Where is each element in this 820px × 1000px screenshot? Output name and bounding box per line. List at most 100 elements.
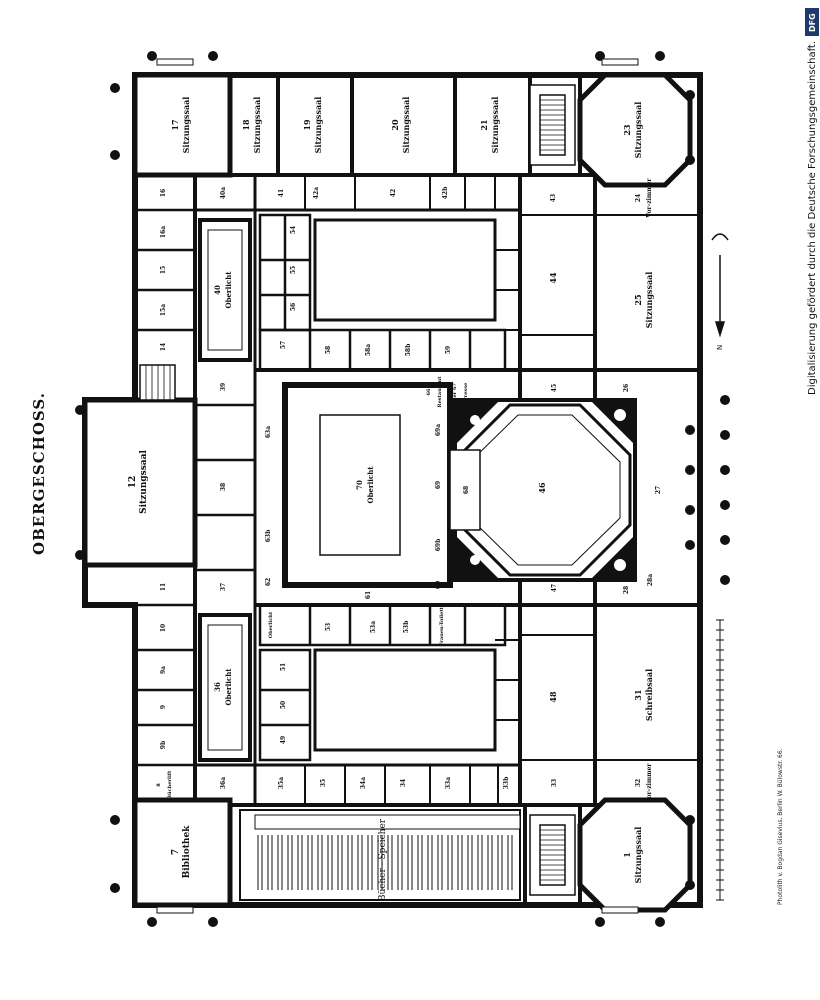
- courtyards: [313, 218, 497, 752]
- room-17-block: [132, 72, 233, 178]
- room-r25-name: Sitzungssaal: [644, 272, 654, 329]
- room-label-n28: 28: [623, 586, 630, 594]
- room-label-n53: 53: [325, 623, 332, 631]
- room-label-n63b: 63b: [265, 530, 272, 543]
- room-label-n9a: 9a: [160, 666, 167, 674]
- room-r67-number: der 67: [452, 382, 458, 401]
- central-hall: [282, 382, 453, 588]
- womens-toilet-label: Frauen-Toilette: [439, 604, 445, 646]
- room-r36-number: 36: [213, 682, 222, 692]
- room-label-n51: 51: [280, 663, 287, 671]
- room-label-n42b: 42b: [442, 187, 449, 200]
- room-r66-name: Restaurant: [437, 376, 443, 408]
- room-label-n69b: 69b: [435, 539, 442, 552]
- room-label-n42: 42: [390, 189, 397, 197]
- room-label-n58a: 58a: [365, 344, 372, 356]
- room-r70-name: Oberlicht: [366, 466, 375, 504]
- room-label-n49: 49: [280, 736, 287, 744]
- room-r32-number: 32: [635, 779, 642, 787]
- corner-rooms: [132, 72, 233, 908]
- room-r24-number: 24: [635, 194, 642, 202]
- room-label-n33a: 33a: [445, 777, 452, 789]
- room-label-n40a: 40a: [220, 187, 227, 199]
- skylight-52-label: Oberlicht: [268, 611, 274, 638]
- room-label-n9: 9: [160, 705, 167, 709]
- room-label-n47: 47: [551, 584, 558, 592]
- inner-rooms: [258, 213, 507, 762]
- room-label-n68: 68: [463, 486, 470, 494]
- corner-towers: [577, 72, 693, 913]
- rotunda-stair: [449, 449, 481, 531]
- room-r20-number: 20: [390, 119, 400, 131]
- room-r7-name: Bibliothek: [182, 825, 192, 879]
- room-r19-number: 19: [302, 119, 312, 131]
- room-label-n15a: 15a: [160, 304, 167, 316]
- room-r66-number: 66: [426, 388, 432, 395]
- room-r17-number: 17: [170, 119, 180, 130]
- room-label-n11: 11: [160, 583, 167, 591]
- room-label-n37: 37: [220, 583, 227, 591]
- book-stack: [239, 809, 521, 901]
- skylights: [198, 218, 252, 762]
- room-label-n36a: 36a: [220, 777, 227, 789]
- tower-1: [577, 797, 693, 913]
- hall-70-oberlicht: [319, 414, 401, 556]
- room-label-n16: 16: [160, 189, 167, 197]
- credit-line: Photolith v. Bogdan Gisevius, Berlin W. …: [777, 748, 784, 905]
- room-r23-number: 23: [622, 124, 632, 136]
- room-r12-number: 12: [128, 476, 138, 489]
- room-r70-number: 70: [355, 480, 364, 490]
- corridor-cells: [304, 175, 499, 805]
- compass-label: N: [716, 345, 724, 350]
- room-label-n58b: 58b: [405, 344, 412, 357]
- room-label-n9b: 9b: [160, 741, 167, 749]
- room-label-n57: 57: [280, 341, 287, 349]
- room-r1-number: 1: [622, 852, 632, 858]
- room-label-n14: 14: [160, 343, 167, 351]
- room-r31-name: Schreibsaal: [644, 669, 654, 721]
- room-r12-name: Sitzungssaal: [139, 450, 149, 514]
- room-r8-number: 8: [156, 783, 162, 787]
- room-label-n69a: 69a: [435, 424, 442, 436]
- room-label-n27: 27: [655, 486, 662, 494]
- room-r8-name: Bücherlift: [166, 770, 173, 799]
- stair-treads: [139, 94, 565, 881]
- room-label-n54: 54: [290, 226, 297, 234]
- room-12-block: [82, 397, 198, 568]
- scale-bar: [716, 619, 724, 901]
- room-label-n62: 62: [265, 578, 272, 586]
- room-r17-name: Sitzungssaal: [181, 97, 191, 154]
- room-label-n53b: 53b: [403, 621, 410, 634]
- room-label-n44: 44: [548, 272, 558, 284]
- room-label-n10: 10: [160, 624, 167, 632]
- courtyard-south: [313, 648, 497, 752]
- room-r24-name: Vor-zimmer: [646, 178, 653, 219]
- room-label-n45: 45: [551, 384, 558, 392]
- room-label-n35: 35: [320, 779, 327, 787]
- rotunda: [449, 398, 637, 582]
- digitization-note: Digitalisierung gefördert durch die Deut…: [807, 41, 818, 395]
- room-label-n56: 56: [290, 303, 297, 311]
- room-label-n38: 38: [220, 483, 227, 491]
- dfg-logo: DFG: [808, 13, 817, 32]
- room-label-n69: 69: [435, 481, 442, 489]
- room-r1-name: Sitzungssaal: [633, 827, 643, 884]
- room-r21-name: Sitzungssaal: [490, 97, 500, 154]
- north-arrow: [711, 233, 729, 338]
- room-label-n50: 50: [280, 701, 287, 709]
- room-label-n43: 43: [550, 194, 557, 202]
- room-7-block: [132, 797, 233, 908]
- room-label-n35a: 35a: [278, 777, 285, 789]
- room-label-n53a: 53a: [370, 621, 377, 633]
- room-label-n55: 55: [290, 266, 297, 274]
- dfg-logo-box: [805, 8, 819, 36]
- left-column-rooms: [135, 208, 255, 767]
- room-label-n48: 48: [548, 691, 558, 703]
- room-r67-name: Presse: [463, 383, 469, 401]
- room-label-n15: 15: [160, 266, 167, 274]
- room-r36-name: Oberlicht: [224, 668, 233, 706]
- room-r40-name: Oberlicht: [224, 271, 233, 309]
- book-stack-label: Bücher - Speicher: [378, 818, 388, 901]
- room-label-n34: 34: [400, 779, 407, 787]
